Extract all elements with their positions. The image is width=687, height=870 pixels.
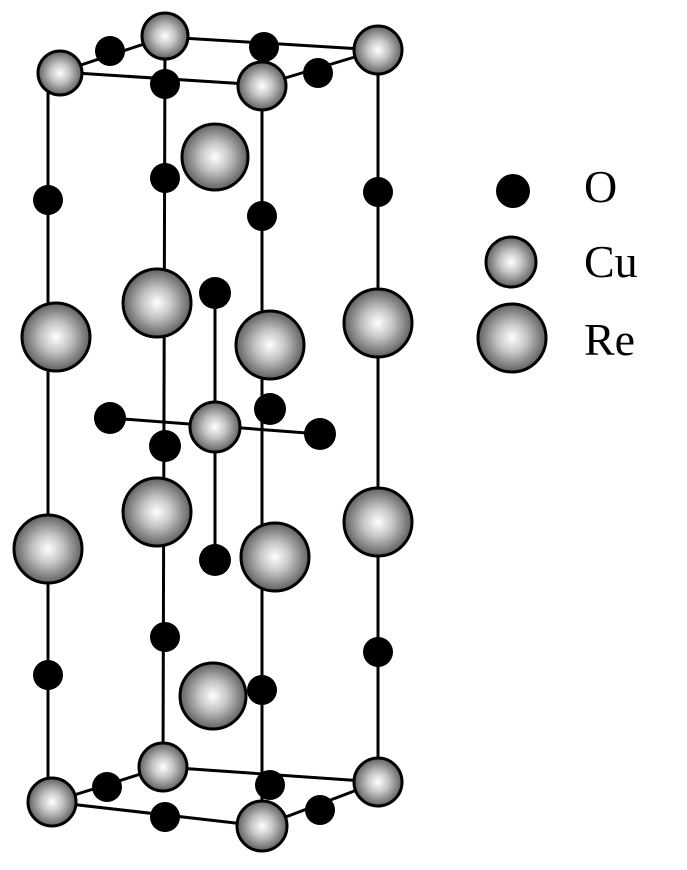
atom-re <box>121 476 193 548</box>
atom-cu <box>36 49 84 97</box>
atom-cu <box>236 60 288 112</box>
atom-cu <box>235 799 289 853</box>
legend-item-o: O <box>496 161 617 212</box>
atom-o <box>305 795 335 825</box>
legend: O Cu Re <box>476 161 638 374</box>
atom-o <box>247 201 277 231</box>
atoms <box>12 11 414 853</box>
legend-item-re: Re <box>476 302 635 374</box>
atom-o <box>199 544 231 576</box>
atom-o <box>254 393 286 425</box>
atom-o <box>247 675 277 705</box>
legend-label-o: O <box>584 161 617 212</box>
legend-item-cu: Cu <box>484 235 638 289</box>
atom-o <box>363 637 393 667</box>
atom-o <box>150 622 180 652</box>
atom-o <box>94 402 126 434</box>
legend-label-cu: Cu <box>584 236 638 287</box>
legend-label-re: Re <box>584 314 635 365</box>
atom-o <box>95 36 125 66</box>
atom-o <box>363 177 393 207</box>
atom-re <box>12 513 84 585</box>
atom-o <box>150 802 180 832</box>
legend-swatch-o <box>496 174 530 208</box>
atom-re <box>178 661 248 731</box>
atom-o <box>33 660 63 690</box>
atom-o <box>150 69 180 99</box>
atom-o <box>303 58 333 88</box>
atom-cu <box>352 756 404 808</box>
atom-cu <box>352 24 404 76</box>
atom-re <box>180 122 250 192</box>
atom-cu <box>188 400 242 454</box>
atom-re <box>342 287 414 359</box>
atom-o <box>150 163 180 193</box>
atom-cu <box>140 11 190 61</box>
atom-o <box>249 32 279 62</box>
cell-edge <box>161 36 167 768</box>
atom-re <box>234 309 306 381</box>
atom-cu <box>137 741 189 793</box>
atom-re <box>342 486 414 558</box>
atom-o <box>255 770 285 800</box>
atom-o <box>149 430 181 462</box>
atom-re <box>121 267 193 339</box>
atom-o <box>92 772 122 802</box>
legend-swatch-re <box>476 302 548 374</box>
legend-swatch-cu <box>484 235 538 289</box>
atom-re <box>20 301 92 373</box>
atom-re <box>239 521 311 593</box>
atom-o <box>304 418 336 450</box>
atom-o <box>199 277 231 309</box>
atom-cu <box>26 776 78 828</box>
atom-o <box>33 185 63 215</box>
